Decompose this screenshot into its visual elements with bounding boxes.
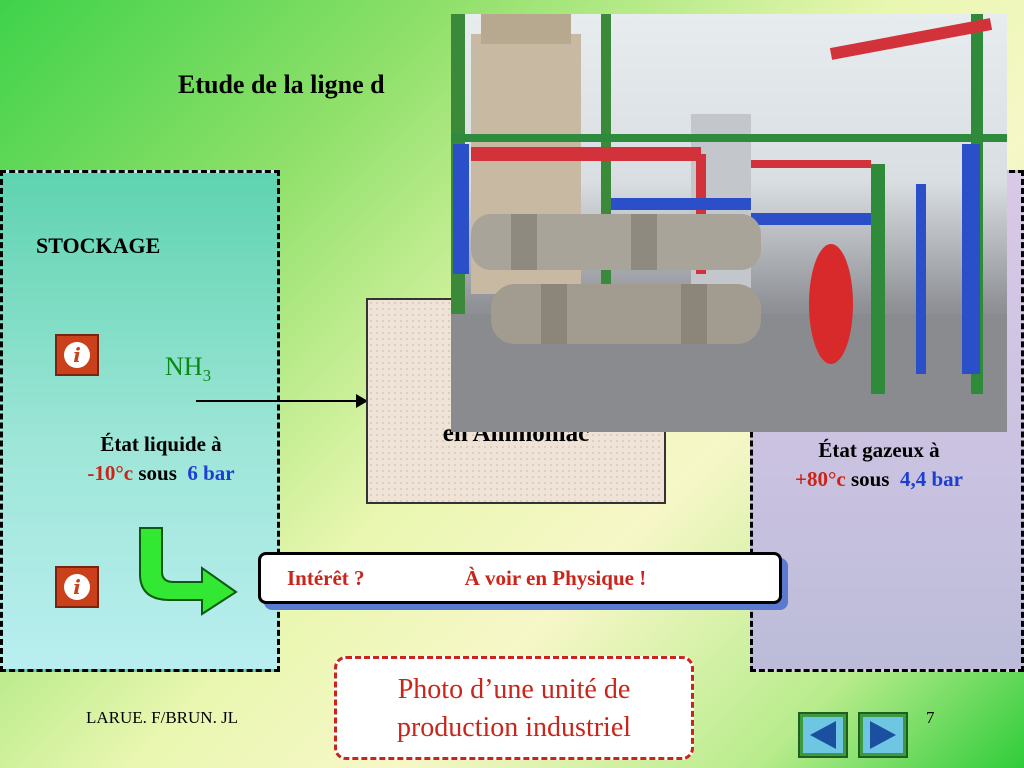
nh3-label: NH3 [165, 352, 212, 386]
interet-callout: Intérêt ? À voir en Physique ! [258, 552, 782, 604]
flow-arrow [196, 400, 366, 402]
info-icon: i [64, 342, 90, 368]
stockage-label: STOCKAGE [36, 233, 161, 258]
storage-panel [0, 170, 280, 672]
arrow-head-icon [356, 394, 368, 408]
info-button-top[interactable]: i [55, 334, 99, 376]
next-slide-button[interactable] [858, 712, 908, 758]
industrial-plant-photo [451, 14, 1007, 432]
photo-caption: Photo d’une unité de production industri… [334, 656, 694, 760]
previous-arrow-icon [810, 721, 836, 749]
previous-slide-button[interactable] [798, 712, 848, 758]
interet-answer: À voir en Physique ! [464, 565, 647, 590]
curved-arrow-icon [139, 527, 238, 616]
liquid-state-text: État liquide à -10°c sous 6 bar [87, 432, 235, 486]
footer-authors: LARUE. F/BRUN. JL [86, 708, 239, 727]
slide-title: Etude de la ligne d [178, 70, 385, 99]
page-number: 7 [926, 708, 935, 727]
info-button-bottom[interactable]: i [55, 566, 99, 608]
interet-question: Intérêt ? [287, 565, 365, 590]
gas-state-text: État gazeux à +80°c sous 4,4 bar [795, 438, 963, 492]
next-arrow-icon [870, 721, 896, 749]
info-icon: i [64, 574, 90, 600]
